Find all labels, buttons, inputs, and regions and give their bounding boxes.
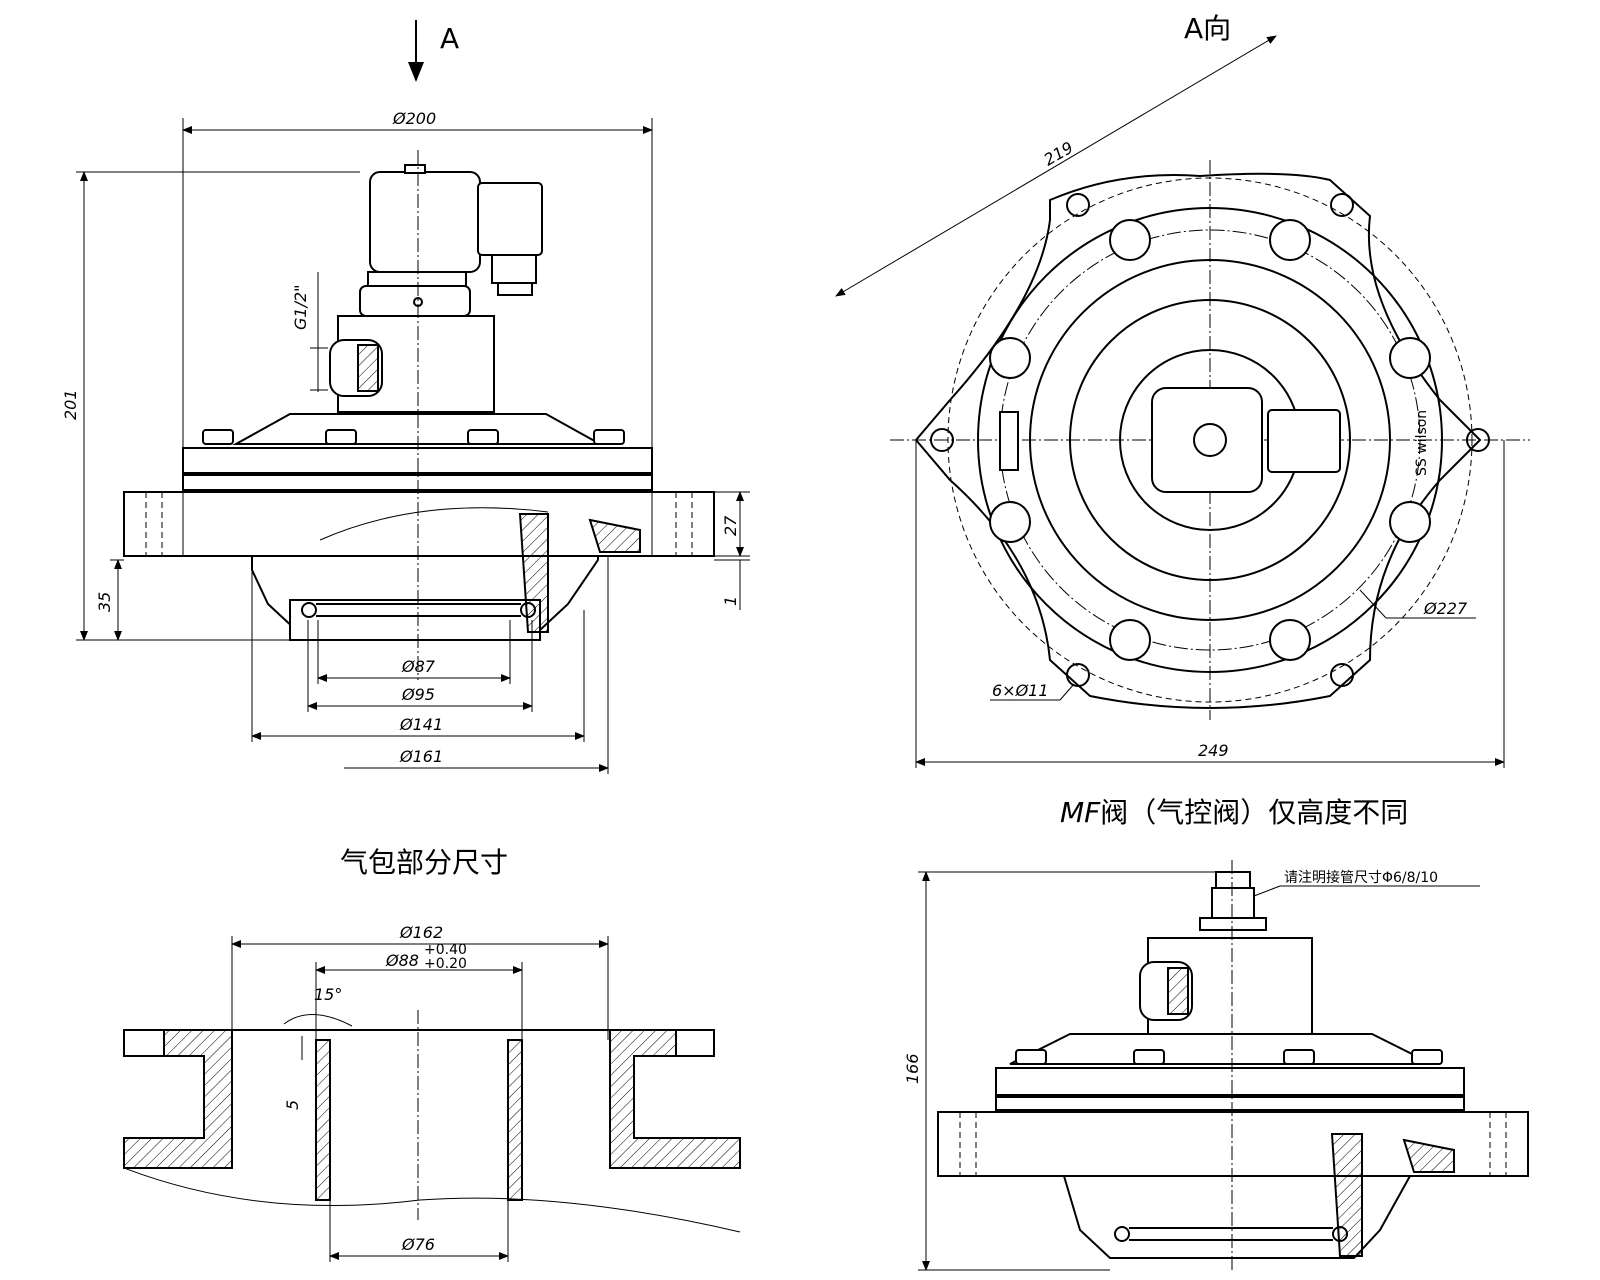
- header-pipe-right: [507, 1039, 523, 1201]
- manufacturer-logo: SS wilson: [1414, 410, 1430, 476]
- header-section-title: 气包部分尺寸: [340, 846, 508, 879]
- dim-angle-15: 15°: [314, 985, 342, 1004]
- solenoid-coil: [369, 171, 481, 273]
- dim-flange-27: 27: [721, 515, 740, 536]
- tolerance-upper: +0.40: [424, 942, 467, 958]
- dim-depth-5: 5: [283, 1100, 302, 1110]
- tolerance-lower: +0.20: [424, 956, 467, 972]
- dim-diameter-95: Ø95: [401, 685, 435, 704]
- top-view-title: A向: [1184, 12, 1231, 45]
- dim-holes-6x11: 6×Ø11: [992, 681, 1049, 700]
- cover-bolts: [202, 429, 625, 445]
- front-view: A Ø200 G1/2": [61, 20, 750, 774]
- mf-bolts: [1015, 1049, 1443, 1065]
- dim-base-35: 35: [95, 592, 114, 612]
- mf-title-prefix: MF阀（气控阀）仅高度不同: [1060, 796, 1408, 829]
- connector-box: [477, 182, 543, 256]
- fitting-note: 请注明接管尺寸Φ6/8/10: [1284, 869, 1438, 886]
- dim-gap-1: 1: [721, 596, 740, 606]
- dim-width-249: 249: [1198, 741, 1229, 760]
- top-view: A向: [835, 12, 1530, 768]
- dim-diameter-87: Ø87: [401, 657, 436, 676]
- dim-height-166: 166: [903, 1053, 922, 1084]
- header-pipe-left: [315, 1039, 331, 1201]
- dim-diameter-76: Ø76: [401, 1235, 435, 1254]
- dim-diameter-141: Ø141: [399, 715, 443, 734]
- dim-diameter-200: Ø200: [392, 109, 436, 128]
- dim-port-thread: G1/2": [291, 284, 310, 330]
- connector-top: [1267, 409, 1341, 473]
- dim-diameter-161: Ø161: [399, 747, 443, 766]
- mf-body: [995, 1067, 1465, 1111]
- pilot-head: [1151, 387, 1263, 493]
- header-section-view: 气包部分尺寸 Ø162 Ø88 +0.40 +0.20 15° 5: [123, 846, 741, 1262]
- mf-valve-view: MF阀（气控阀）仅高度不同 请注明接管尺寸Φ6/8/10: [903, 796, 1529, 1271]
- dim-diameter-88: Ø88: [385, 951, 419, 970]
- dim-height-201: 201: [61, 389, 80, 420]
- dim-diameter-162: Ø162: [399, 923, 443, 942]
- view-arrow-label: A: [440, 22, 459, 55]
- dim-bolt-circle-227: Ø227: [1423, 599, 1468, 618]
- air-fitting: [1215, 871, 1251, 889]
